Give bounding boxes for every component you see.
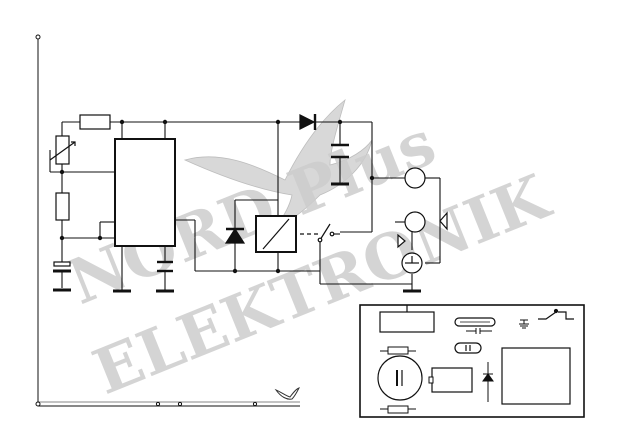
small-bird-icon: [274, 387, 300, 400]
plug-left: [439, 211, 448, 231]
capacitor-left: [53, 261, 71, 273]
frame-corner-top: [35, 34, 41, 40]
frame-mark-1: [155, 401, 161, 407]
socket-top: [404, 167, 426, 189]
ground-icon: [519, 319, 529, 329]
ground-bars: [53, 182, 421, 293]
pcb-diode: [482, 362, 494, 402]
pcb-layout-panel: [359, 304, 585, 418]
drawing-frame: [35, 34, 300, 407]
frame-mark-2: [177, 401, 183, 407]
capacitor-ic: [157, 260, 173, 273]
pcb-relay-footprint: [379, 311, 435, 333]
plug-right: [397, 233, 406, 249]
pcb-resistor-2: [380, 405, 416, 414]
resistor-top: [79, 114, 111, 130]
freewheel-diode: [224, 227, 246, 244]
relay-coil: [255, 215, 297, 253]
potentiometer: [49, 135, 76, 165]
output-sockets: [397, 167, 448, 274]
pcb-round-capacitor: [377, 355, 423, 401]
relay-contact: [300, 223, 335, 243]
frame-mark-3: [252, 401, 258, 407]
pcb-capacitor-pill: [454, 342, 482, 354]
pcb-relay-large: [501, 347, 571, 405]
socket-middle: [404, 211, 426, 233]
pcb-small-cap: [466, 328, 492, 334]
diode-top: [299, 114, 317, 130]
timer-ic: [114, 138, 176, 247]
capacitor-top-right: [331, 143, 349, 159]
frame-corner-bottom: [35, 401, 41, 407]
pcb-resistor-1: [380, 346, 416, 355]
resistor-left: [55, 192, 70, 221]
schematic-wires: [49, 121, 441, 290]
junction-dots: [59, 119, 375, 274]
pcb-switch-icon: [538, 308, 574, 320]
pcb-ic-footprint: [431, 367, 473, 393]
